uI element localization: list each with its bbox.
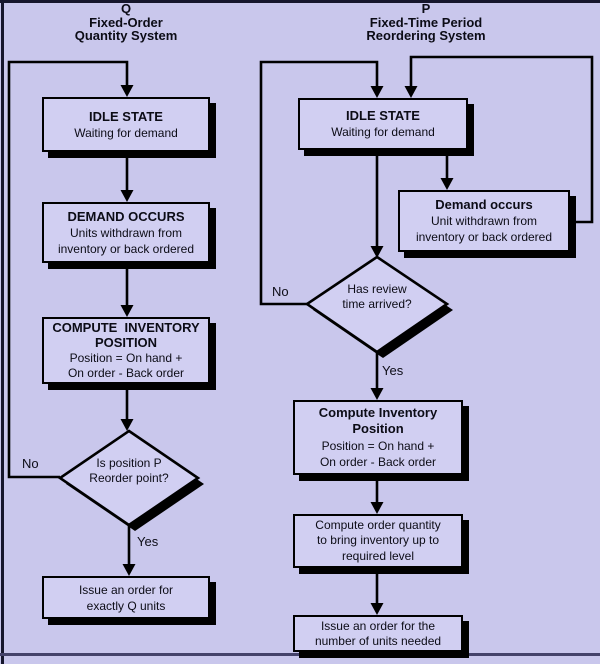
decision-line: Reorder point? [89,471,169,485]
q-idle-state-box: IDLE STATE Waiting for demand [42,97,210,152]
p-demand-occurs-box: Demand occurs Unit withdrawn from invent… [398,190,570,252]
box-heading: IDLE STATE [89,108,163,124]
p-title-line: P [421,1,431,16]
q-no-feedback-loop [7,60,134,479]
box-line: inventory or back ordered [415,230,553,244]
box-line: Position = On hand + [69,350,183,365]
box-line: to bring inventory up to [316,533,440,548]
q-column-title: Q Fixed-Order Quantity System [26,2,226,43]
box-line: inventory or back ordered [57,241,195,256]
box-heading: POSITION [94,335,158,350]
box-line: required level [341,548,415,563]
frame-border-top [0,0,600,3]
p-no-feedback-loop [259,60,384,306]
frame-border-left [1,0,4,664]
p-idle-to-demand-arrow [440,150,454,190]
p-compute-order-quantity-box: Compute order quantity to bring inventor… [293,514,463,568]
q-idle-to-demand-arrow [120,152,134,202]
box-line: Unit withdrawn from [430,214,538,228]
p-compute-inventory-box: Compute Inventory Position Position = On… [293,400,463,475]
frame-border-bottom [0,653,600,656]
decision-line: Is position P [96,456,162,470]
q-title-line: Q [120,1,132,16]
q-issue-order-box: Issue an order for exactly Q units [42,576,210,619]
box-line: Waiting for demand [331,125,435,139]
box-heading: Position [352,421,404,436]
q-decision-to-issue-arrow [122,525,136,576]
p-orderqty-to-issue-arrow [370,568,384,615]
box-line: Compute order quantity [315,517,441,532]
box-heading: COMPUTE INVENTORY [52,319,200,335]
q-decision-diamond [57,429,204,531]
q-demand-to-compute-arrow [120,263,134,317]
decision-line: Has review [347,282,407,296]
q-yes-label: Yes [137,534,159,549]
q-compute-inventory-box: COMPUTE INVENTORY POSITION Position = On… [42,317,210,384]
decision-line: time arrived? [342,297,412,311]
p-no-label: No [272,284,289,299]
q-title-line: Fixed-Order [89,14,163,30]
box-line: Units withdrawn from [69,225,183,240]
box-line: Waiting for demand [74,125,178,140]
p-column-title: P Fixed-Time Period Reordering System [326,2,526,43]
box-line: exactly Q units [86,598,166,613]
box-heading: IDLE STATE [346,108,420,123]
p-decision-to-compute-arrow [370,352,384,400]
box-line: Position = On hand + [321,438,435,453]
box-line: Issue an order for [78,582,174,597]
p-idle-state-box: IDLE STATE Waiting for demand [298,98,468,150]
box-heading: DEMAND OCCURS [67,208,185,224]
box-line: On order - Back order [67,366,185,380]
p-decision-text: Has review time arrived? [307,282,447,312]
p-yes-label: Yes [382,363,404,378]
p-title-line: Fixed-Time Period [369,14,483,30]
q-demand-occurs-box: DEMAND OCCURS Units withdrawn from inven… [42,202,210,263]
p-issue-order-box: Issue an order for the number of units n… [293,615,463,652]
q-decision-text: Is position P Reorder point? [59,456,199,486]
p-title-line: Reordering System [366,28,486,43]
box-line: number of units needed [314,633,442,648]
p-idle-to-decision-arrow [370,150,384,258]
q-compute-to-decision-arrow [120,384,134,431]
box-heading: Compute Inventory [318,404,438,420]
box-line: On order - Back order [319,455,437,469]
q-no-label: No [22,456,39,471]
p-demand-feedback-loop [404,55,594,224]
box-heading: Demand occurs [435,197,533,212]
q-title-line: Quantity System [74,28,178,43]
p-compute-to-orderqty-arrow [370,475,384,514]
box-line: Issue an order for the [320,618,436,633]
